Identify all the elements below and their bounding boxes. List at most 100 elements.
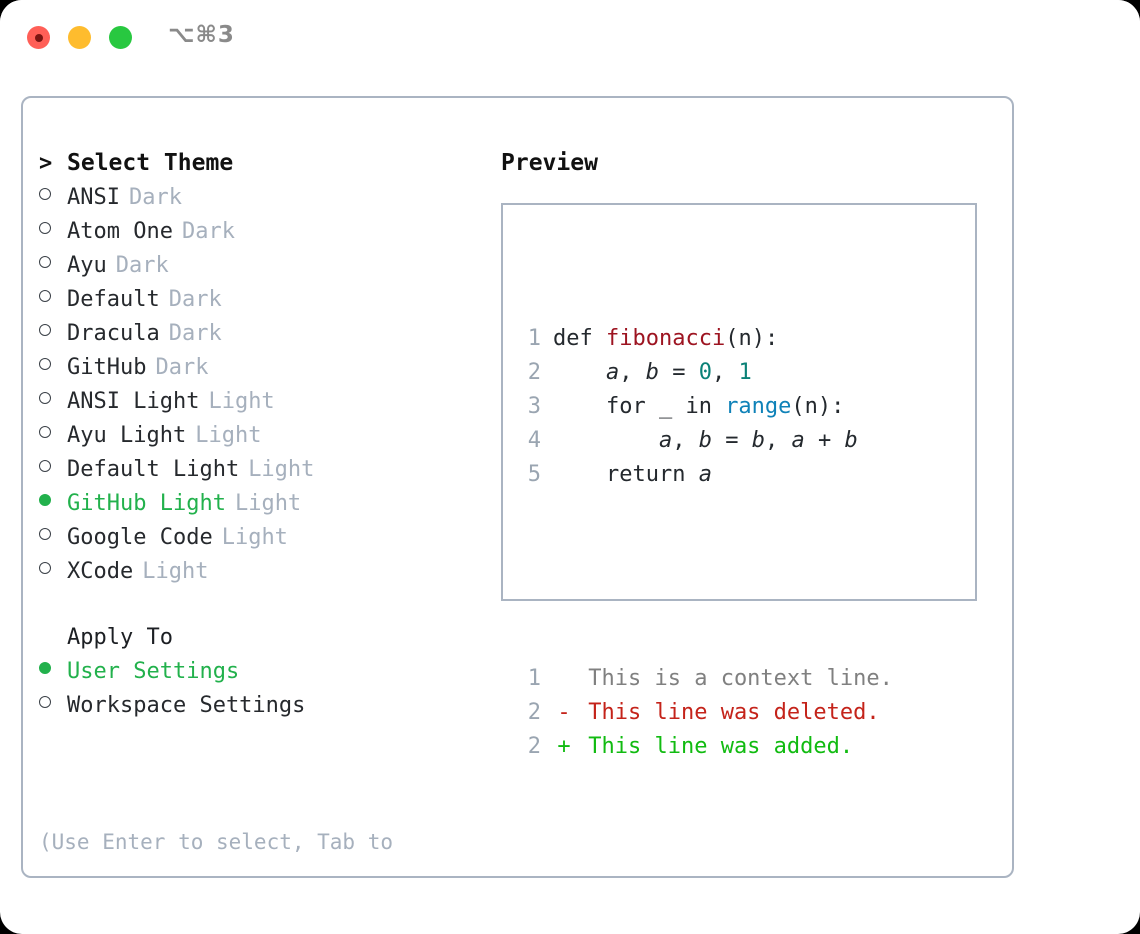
- radio-selected-icon[interactable]: [39, 655, 67, 689]
- code-line-number: 3: [527, 394, 541, 419]
- radio-unselected-icon[interactable]: [39, 385, 67, 419]
- maximize-window-icon[interactable]: [109, 26, 132, 49]
- code-token-punct: =: [711, 428, 752, 453]
- theme-variant-label: Light: [195, 423, 262, 448]
- diff-line-number: 1: [527, 666, 541, 691]
- diff-text: This is a context line.: [575, 666, 893, 691]
- code-token-var: b: [751, 428, 765, 453]
- code-token-num: 1: [738, 360, 752, 385]
- minimize-window-icon[interactable]: [68, 26, 91, 49]
- radio-unselected-icon[interactable]: [39, 521, 67, 555]
- theme-variant-label: Dark: [168, 287, 222, 312]
- theme-variant-label: Light: [221, 525, 288, 550]
- close-window-icon[interactable]: [27, 26, 50, 49]
- radio-bullet: [39, 324, 51, 336]
- apply-to-option-label: User Settings: [67, 659, 240, 684]
- radio-unselected-icon[interactable]: [39, 215, 67, 249]
- code-token-punct: =: [658, 360, 699, 385]
- code-line-number: 2: [527, 360, 541, 385]
- code-token-plain: [553, 424, 659, 458]
- caret-icon: >: [39, 151, 53, 176]
- select-theme-header: > Select Theme: [39, 146, 479, 181]
- theme-name: Dracula: [67, 321, 160, 346]
- theme-list-item[interactable]: Ayu Light Light: [39, 419, 479, 453]
- radio-bullet: [39, 392, 51, 404]
- apply-to-header: Apply To: [39, 621, 479, 655]
- radio-bullet: [39, 528, 51, 540]
- theme-variant-label: Dark: [155, 355, 209, 380]
- code-token-var: b: [844, 428, 858, 453]
- theme-list-item[interactable]: XCode Light: [39, 555, 479, 589]
- code-token-var: a: [791, 428, 805, 453]
- code-token-var: b: [698, 428, 712, 453]
- theme-name: ANSI: [67, 185, 120, 210]
- diff-marker: +: [557, 734, 571, 759]
- radio-unselected-icon[interactable]: [39, 453, 67, 487]
- theme-variant-label: Dark: [181, 219, 235, 244]
- code-token-builtin: range: [725, 394, 792, 419]
- code-token-var: a: [698, 462, 712, 487]
- radio-unselected-icon[interactable]: [39, 317, 67, 351]
- radio-unselected-icon[interactable]: [39, 283, 67, 317]
- code-token-punct: ,: [764, 428, 792, 453]
- radio-unselected-icon[interactable]: [39, 419, 67, 453]
- code-token-punct: ,: [619, 360, 646, 385]
- code-token-plain: [553, 356, 606, 390]
- diff-line-number: 2: [527, 700, 541, 725]
- theme-name: Default: [67, 287, 160, 312]
- radio-selected-icon[interactable]: [39, 487, 67, 521]
- window-title: ⌥⌘3: [168, 22, 235, 48]
- apply-to-option-label: Workspace Settings: [67, 693, 306, 718]
- code-token-num: 0: [698, 360, 712, 385]
- code-token-var: a: [658, 428, 673, 453]
- code-token-plain: for _ in: [553, 394, 726, 419]
- radio-unselected-icon[interactable]: [39, 249, 67, 283]
- code-token-var: b: [645, 360, 659, 385]
- theme-variant-label: Light: [248, 457, 315, 482]
- diff-line-number: 2: [527, 734, 541, 759]
- theme-name: GitHub Light: [67, 491, 226, 516]
- radio-unselected-icon[interactable]: [39, 181, 67, 215]
- code-token-plain: def: [553, 326, 606, 351]
- diff-marker: -: [557, 700, 571, 725]
- apply-to-option[interactable]: User Settings: [39, 655, 479, 689]
- keyboard-hint-line-2: change focus): [39, 927, 479, 934]
- code-line-number: 5: [527, 462, 541, 487]
- radio-unselected-icon[interactable]: [39, 555, 67, 589]
- radio-unselected-icon[interactable]: [39, 689, 67, 723]
- theme-variant-label: Dark: [115, 253, 169, 278]
- diff-line: 1 This is a context line.: [519, 662, 893, 696]
- theme-list-item[interactable]: Ayu Dark: [39, 249, 479, 283]
- theme-list-item[interactable]: ANSI Dark: [39, 181, 479, 215]
- apply-to-option[interactable]: Workspace Settings: [39, 689, 479, 723]
- theme-name: Ayu Light: [67, 423, 187, 448]
- radio-bullet: [39, 494, 51, 506]
- code-token-plain: return: [553, 462, 699, 487]
- radio-unselected-icon[interactable]: [39, 351, 67, 385]
- theme-variant-label: Light: [142, 559, 209, 584]
- theme-name: XCode: [67, 559, 134, 584]
- code-token-punct: (n):: [725, 326, 779, 351]
- code-token-punct: +: [804, 428, 845, 453]
- radio-bullet: [39, 562, 51, 574]
- radio-bullet: [39, 460, 51, 472]
- code-token-punct: ,: [672, 428, 699, 453]
- theme-variant-label: Dark: [128, 185, 182, 210]
- keyboard-hint-line-1: (Use Enter to select, Tab to: [39, 830, 394, 854]
- theme-name: Ayu: [67, 253, 107, 278]
- radio-bullet: [39, 222, 51, 234]
- theme-list-item[interactable]: Default Dark: [39, 283, 479, 317]
- code-line: 4 a, b = b, a + b: [519, 424, 893, 458]
- diff-text: This line was added.: [575, 734, 854, 759]
